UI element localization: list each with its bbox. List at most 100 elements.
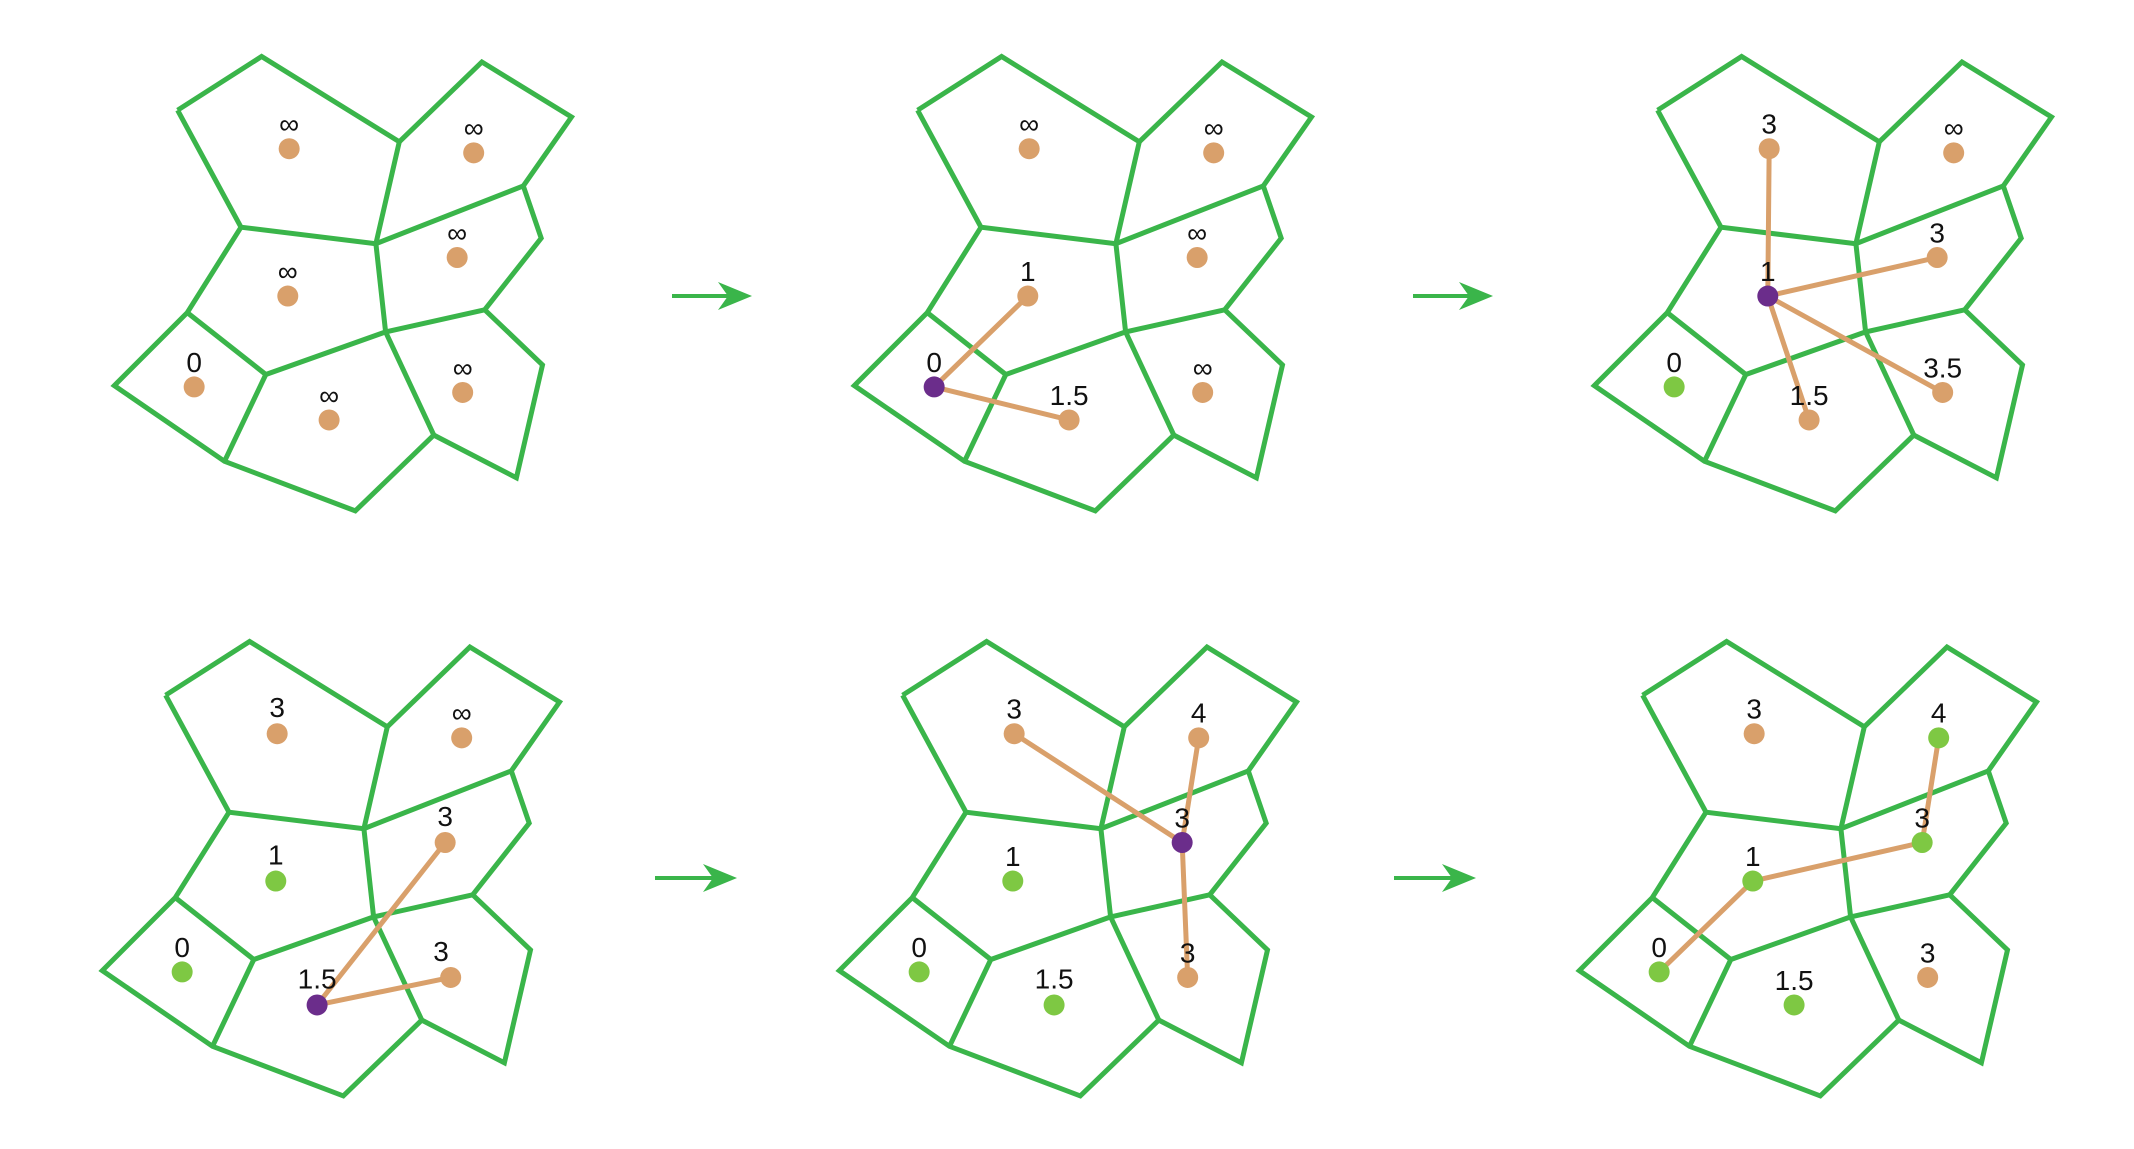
relax-link-D-A (1011, 731, 1185, 845)
cell-edge (1108, 915, 1162, 1022)
node-A-unvisited (278, 138, 300, 160)
cell-edge (1848, 915, 1902, 1022)
node-E-current (923, 376, 945, 398)
relax-link-E-F (931, 384, 1072, 423)
cell-edge (163, 638, 391, 832)
node-C-distance-label: 1 (1020, 256, 1036, 287)
cell-edge (374, 183, 525, 247)
cell-edge (1853, 243, 1966, 335)
node-D-visited (1911, 831, 1933, 853)
node-F-distance-label: 1.5 (1790, 380, 1829, 411)
node-A-distance-label: 3 (1761, 109, 1777, 140)
cell-edge (1687, 958, 1734, 1048)
node-G-unvisited (1932, 381, 1954, 403)
node-F-distance-label: ∞ (319, 380, 339, 411)
node-E-visited (171, 961, 193, 983)
cell-edge (1640, 638, 1868, 832)
cell-edge (1702, 373, 1749, 463)
node-D-distance-label: ∞ (1187, 217, 1207, 248)
cell-edge (1123, 330, 1177, 437)
node-C-distance-label: ∞ (278, 256, 298, 287)
cell-edge (185, 310, 387, 378)
relax-link-C-D (1750, 839, 1925, 884)
cell-edge (910, 895, 1112, 963)
cell-edge (850, 185, 1286, 514)
node-G-distance-label: ∞ (453, 352, 473, 383)
cell-edge (962, 373, 1009, 463)
node-A-distance-label: 3 (269, 692, 285, 723)
node-G-distance-label: 3 (1180, 937, 1196, 968)
cell-edge (210, 958, 257, 1048)
node-E-unvisited (183, 376, 205, 398)
node-B-unvisited (463, 142, 485, 164)
cell-edge (1839, 768, 1990, 832)
node-D-distance-label: ∞ (447, 217, 467, 248)
cell-edge (1113, 243, 1226, 335)
cell-edge (1575, 770, 2011, 1099)
cell-edge (1838, 828, 1951, 920)
node-G-unvisited (1192, 381, 1214, 403)
cell-edge (362, 768, 513, 832)
cell-edge (1114, 183, 1265, 247)
node-C-unvisited (1017, 285, 1039, 307)
relax-link-D-B (1179, 735, 1202, 845)
node-G-distance-label: 3 (433, 936, 449, 967)
node-G-unvisited (1177, 966, 1199, 988)
cell-edge (915, 53, 1143, 247)
node-F-distance-label: 1.5 (1050, 380, 1089, 411)
relax-link-E-C (931, 293, 1031, 390)
node-D-distance-label: 3 (1914, 802, 1930, 833)
node-B-distance-label: 4 (1191, 698, 1207, 729)
cell-edge (835, 770, 1271, 1099)
cell-edge (900, 638, 1128, 832)
node-B-unvisited (1203, 142, 1225, 164)
cell-edge (1137, 58, 1316, 188)
node-E-distance-label: 0 (926, 347, 942, 378)
node-D-unvisited (434, 831, 456, 853)
cell-edge (98, 770, 534, 1099)
cell-edge (110, 185, 546, 514)
node-A-distance-label: ∞ (1019, 109, 1039, 140)
cell-edge (1590, 185, 2026, 514)
node-E-distance-label: 0 (174, 932, 190, 963)
node-A-unvisited (1758, 138, 1780, 160)
node-C-current (1757, 285, 1779, 307)
node-F-unvisited (1798, 409, 1820, 431)
node-E-distance-label: 0 (911, 932, 927, 963)
cell-edge (1655, 53, 1883, 247)
node-A-unvisited (1018, 138, 1040, 160)
node-F-distance-label: 1.5 (1035, 963, 1074, 994)
node-C-distance-label: 1 (1760, 256, 1776, 287)
cell-edge (1862, 643, 2041, 773)
cell-edge (1863, 330, 1917, 437)
node-B-visited (1928, 727, 1950, 749)
node-A-unvisited (266, 723, 288, 745)
node-B-unvisited (451, 727, 473, 749)
node-E-distance-label: 0 (1666, 347, 1682, 378)
node-G-distance-label: ∞ (1193, 352, 1213, 383)
node-D-distance-label: 3 (1929, 217, 1945, 248)
node-C-visited (265, 870, 287, 892)
cell-edge (1099, 768, 1250, 832)
node-B-unvisited (1943, 142, 1965, 164)
relax-link-C-D (1765, 254, 1940, 299)
node-A-distance-label: ∞ (279, 109, 299, 140)
relax-link-C-A (1765, 146, 1772, 299)
cell-edge (175, 53, 403, 247)
node-B-distance-label: ∞ (1204, 113, 1224, 144)
node-A-unvisited (1003, 723, 1025, 745)
node-B-distance-label: ∞ (464, 113, 484, 144)
cell-edge (222, 373, 269, 463)
node-F-visited (1043, 994, 1065, 1016)
node-E-distance-label: 0 (186, 347, 202, 378)
cell-edge (1877, 58, 2056, 188)
node-C-unvisited (277, 285, 299, 307)
node-E-visited (1648, 961, 1670, 983)
relax-link-F-G (314, 974, 454, 1008)
node-F-distance-label: 1.5 (298, 963, 337, 994)
node-A-distance-label: 3 (1006, 694, 1022, 725)
relax-link-F-D (314, 839, 448, 1008)
step-arrow-icon (655, 864, 737, 892)
